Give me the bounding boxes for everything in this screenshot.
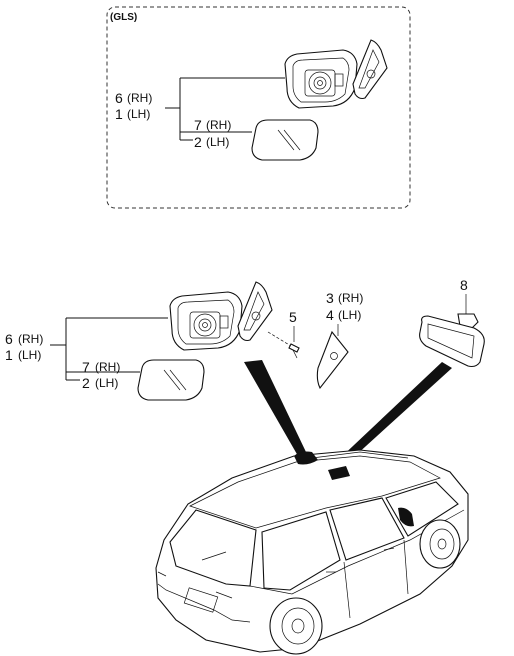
svg-text:7: 7 <box>194 117 202 133</box>
svg-text:(LH): (LH) <box>95 376 118 390</box>
inside-mirror-label: 8 <box>460 277 468 293</box>
svg-text:(RH): (RH) <box>18 332 43 346</box>
svg-text:1: 1 <box>5 347 13 363</box>
screw-label: 5 <box>289 309 297 325</box>
svg-text:(LH): (LH) <box>206 135 229 149</box>
svg-text:(LH): (LH) <box>18 348 41 362</box>
gls-mirror-glass-label: 7 (RH) 2 (LH) <box>194 117 231 150</box>
vehicle-drawing <box>155 449 469 655</box>
main-leader-lines <box>50 317 168 381</box>
outside-mirror-pointer-band <box>244 360 306 456</box>
gls-leader-lines <box>165 77 285 141</box>
main-mirror-assembly-label: 6 (RH) 1 (LH) <box>5 331 43 363</box>
svg-text:6: 6 <box>115 90 123 106</box>
svg-text:6: 6 <box>5 331 13 347</box>
svg-text:7: 7 <box>82 359 90 375</box>
svg-text:4: 4 <box>326 307 334 323</box>
svg-text:(LH): (LH) <box>338 308 361 322</box>
cover-label: 3 (RH) 4 (LH) <box>326 290 363 323</box>
main-mirror-glass-label: 7 (RH) 2 (LH) <box>82 359 120 391</box>
svg-text:(RH): (RH) <box>95 360 120 374</box>
gls-inset-box: (GLS) 6 (RH) 1 (LH) 7 (RH) 2 (LH) <box>106 6 411 209</box>
svg-text:(RH): (RH) <box>206 118 231 132</box>
gls-tag: (GLS) <box>110 12 137 23</box>
inside-mirror-pointer-band <box>336 362 452 466</box>
svg-text:3: 3 <box>326 290 334 306</box>
svg-text:1: 1 <box>115 106 123 122</box>
svg-text:2: 2 <box>82 375 90 391</box>
main-mirror-glass-drawing <box>137 359 205 401</box>
screw-part: 5 <box>267 309 300 359</box>
svg-text:(RH): (RH) <box>338 291 363 305</box>
cover-part: 3 (RH) 4 (LH) <box>316 290 363 390</box>
svg-text:(RH): (RH) <box>127 91 152 105</box>
gls-outside-mirror-drawing <box>284 39 388 109</box>
svg-text:(LH): (LH) <box>127 107 150 121</box>
gls-mirror-glass-drawing <box>251 119 319 161</box>
inside-mirror-part: 8 <box>419 277 485 368</box>
main-diagram: 6 (RH) 1 (LH) 7 (RH) 2 (LH) 5 3 (RH) 4 <box>5 277 485 655</box>
gls-mirror-assembly-label: 6 (RH) 1 (LH) <box>115 90 152 122</box>
svg-text:2: 2 <box>194 134 202 150</box>
main-outside-mirror-drawing <box>169 281 273 351</box>
